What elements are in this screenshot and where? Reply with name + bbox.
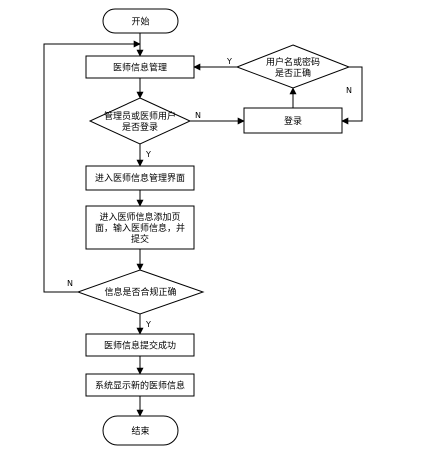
edge-check-user-no-to-login — [341, 66, 363, 125]
node-add-page-line-2: 面，输入医师信息，并 — [95, 222, 185, 234]
node-add-page-line-1: 进入医师信息添加页 — [99, 211, 180, 223]
label-login-yes: Y — [145, 150, 151, 159]
node-check-user-line-1: 用户名或密码 — [266, 56, 320, 68]
node-end: 结束 — [102, 415, 179, 446]
node-login: 登录 — [243, 107, 343, 134]
label-user-ok-yes: Y — [226, 57, 232, 66]
node-add-page-line-3: 提交 — [131, 233, 149, 245]
label-user-ok-no: N — [346, 86, 352, 95]
node-show-new-text: 系统显示新的医师信息 — [95, 380, 185, 392]
label-login-no: N — [195, 111, 201, 120]
node-login-text: 登录 — [284, 116, 302, 127]
node-check-info: 信息是否合规正确 — [76, 269, 205, 315]
node-success: 医师信息提交成功 — [85, 333, 195, 357]
node-manage-text: 医师信息管理 — [113, 62, 167, 74]
edges — [43, 33, 363, 417]
node-enter-ui-text: 进入医师信息管理界面 — [95, 172, 185, 184]
label-info-no: N — [67, 279, 73, 288]
node-check-login-line-2: 是否登录 — [122, 122, 158, 133]
node-check-user-line-2: 是否正确 — [275, 67, 311, 79]
node-success-text: 医师信息提交成功 — [104, 340, 176, 352]
node-start-text: 开始 — [131, 16, 149, 28]
node-enter-ui: 进入医师信息管理界面 — [85, 165, 195, 191]
node-end-text: 结束 — [131, 425, 149, 437]
node-check-login: 管理员或医师用户 是否登录 — [88, 97, 192, 145]
node-start: 开始 — [102, 8, 179, 34]
edge-check-info-no-to-manage — [43, 40, 141, 293]
node-check-info-text: 信息是否合规正确 — [104, 286, 176, 298]
node-check-user: 用户名或密码 是否正确 — [235, 44, 351, 89]
node-check-login-line-1: 管理员或医师用户 — [104, 110, 176, 122]
label-info-yes: Y — [145, 320, 151, 329]
node-show-new: 系统显示新的医师信息 — [85, 373, 195, 397]
node-manage: 医师信息管理 — [85, 55, 195, 79]
node-add-page: 进入医师信息添加页 面，输入医师信息，并 提交 — [85, 205, 195, 250]
